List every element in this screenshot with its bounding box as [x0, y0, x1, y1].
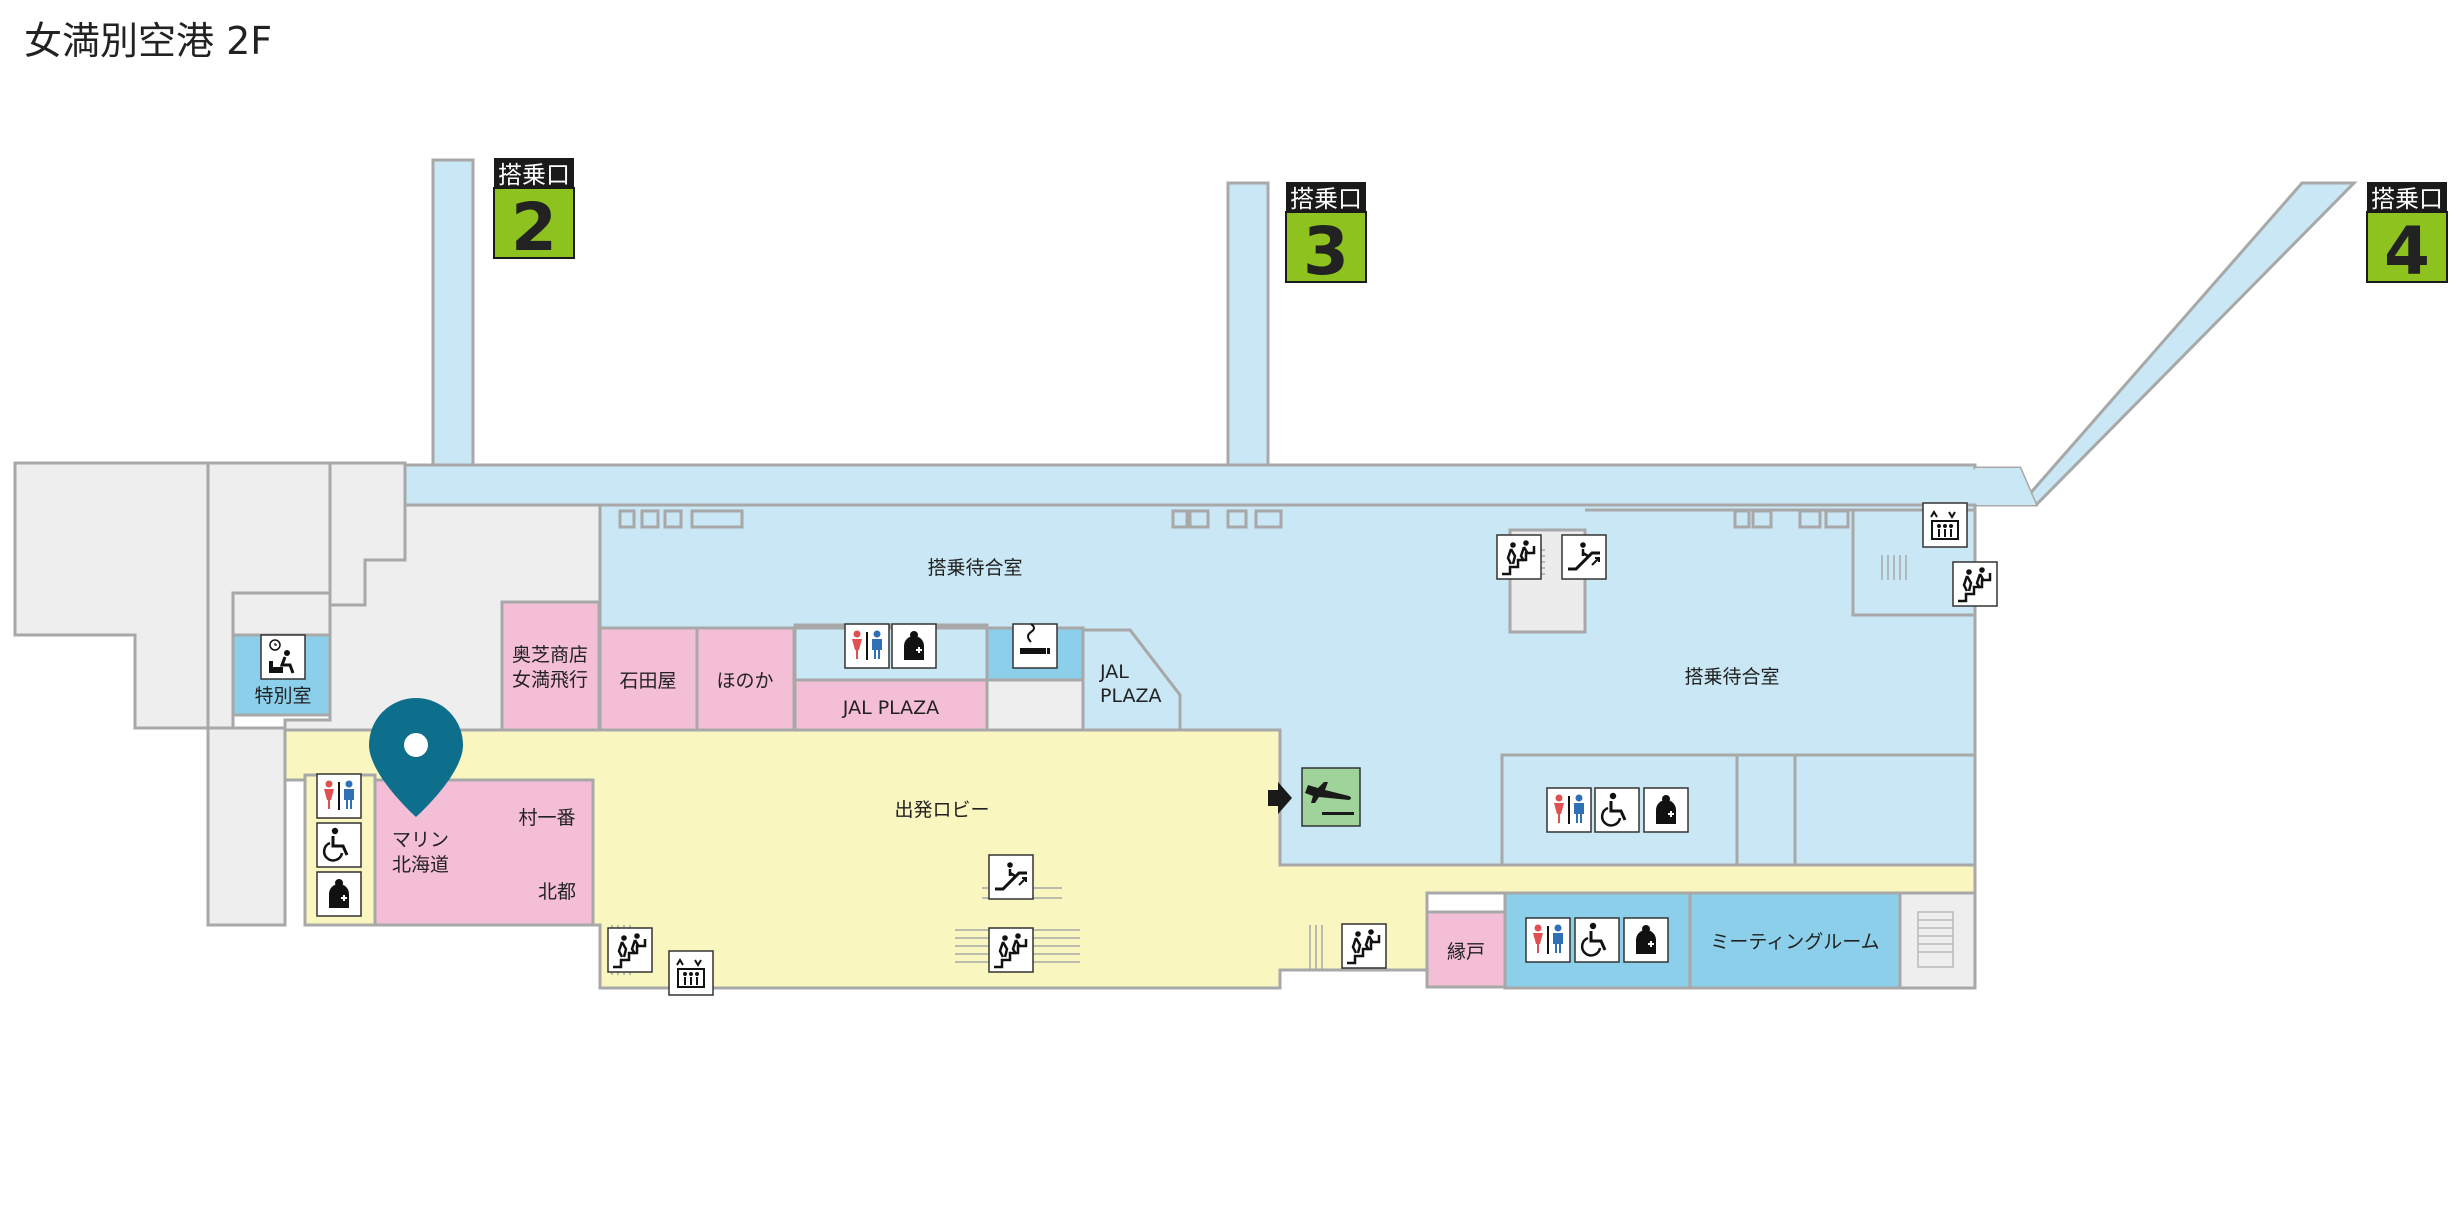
- lounge-icon: [259, 633, 307, 681]
- shop-marine-line2: 北海道: [392, 854, 449, 876]
- gate-badge-3[interactable]: 搭乗口 3: [1285, 182, 1367, 290]
- gate-badge-4[interactable]: 搭乗口 4: [2366, 182, 2448, 290]
- gate-side-rooms: [1500, 753, 1977, 867]
- nursing-room-icon: [1643, 787, 1689, 833]
- meeting-room-label: ミーティングルーム: [1710, 931, 1879, 953]
- wheelchair-icon: [315, 821, 363, 869]
- gate-badge-2[interactable]: 搭乗口 2: [493, 158, 575, 266]
- shop-honoka: ほのか: [716, 670, 773, 692]
- shop-okushiba-line1: 奥芝商店: [512, 644, 588, 666]
- elevator-icon: [668, 950, 714, 996]
- gate-2-label: 搭乗口: [498, 161, 570, 189]
- restroom-icon: [1546, 787, 1592, 833]
- shop-ishidaya: 石田屋: [619, 670, 676, 692]
- shop-marine-line1: マリン: [392, 829, 449, 851]
- shop-hokuto: 北都: [538, 881, 576, 903]
- stairs-icon: [987, 926, 1035, 974]
- restroom-icon: [844, 623, 890, 669]
- escalator-icon: [1560, 533, 1608, 581]
- nursing-room-icon: [1623, 917, 1669, 963]
- elevator-icon: [1922, 502, 1968, 548]
- wheelchair-icon: [1573, 916, 1621, 964]
- stairs-icon: [1340, 922, 1388, 970]
- jal-plaza-gate-label-1: JAL: [1099, 661, 1129, 683]
- office-block: [13, 461, 602, 927]
- restroom-icon: [1525, 917, 1571, 963]
- location-pin-icon[interactable]: [369, 698, 463, 817]
- map-title: 女満別空港 2F: [24, 19, 273, 63]
- special-room-label: 特別室: [254, 685, 311, 707]
- departure-lobby-label: 出発ロビー: [894, 799, 989, 821]
- gate-4-label: 搭乗口: [2371, 185, 2443, 213]
- wheelchair-icon: [1593, 786, 1641, 834]
- gate-3-number: 3: [1303, 213, 1349, 290]
- stairs-icon: [606, 926, 654, 974]
- jal-plaza-gate-label-2: PLAZA: [1100, 685, 1162, 707]
- gate-corridor: [403, 463, 2039, 507]
- departure-gate-icon: [1268, 767, 1361, 827]
- nursing-room-icon: [891, 623, 937, 669]
- restroom-icon: [316, 773, 362, 819]
- jet-bridges: [431, 158, 2358, 507]
- stairs-icon: [1495, 533, 1543, 581]
- smoking-room-icon: [1012, 623, 1058, 669]
- shops: [373, 600, 1507, 989]
- gate-3-label: 搭乗口: [1290, 185, 1362, 213]
- shop-okushiba-line2: 女満飛行: [512, 669, 588, 691]
- jal-plaza-shop-label: JAL PLAZA: [842, 697, 939, 719]
- shop-muraichiban: 村一番: [518, 807, 575, 829]
- gate-2-number: 2: [511, 189, 557, 266]
- gate-4-number: 4: [2384, 213, 2430, 290]
- escalator-icon: [987, 853, 1035, 901]
- boarding-room-label-2: 搭乗待合室: [1684, 666, 1779, 688]
- nursing-room-icon: [316, 871, 362, 917]
- shop-enishi: 縁戸: [1447, 941, 1485, 963]
- boarding-room-label-1: 搭乗待合室: [927, 557, 1022, 579]
- stairs-icon: [1951, 560, 1999, 608]
